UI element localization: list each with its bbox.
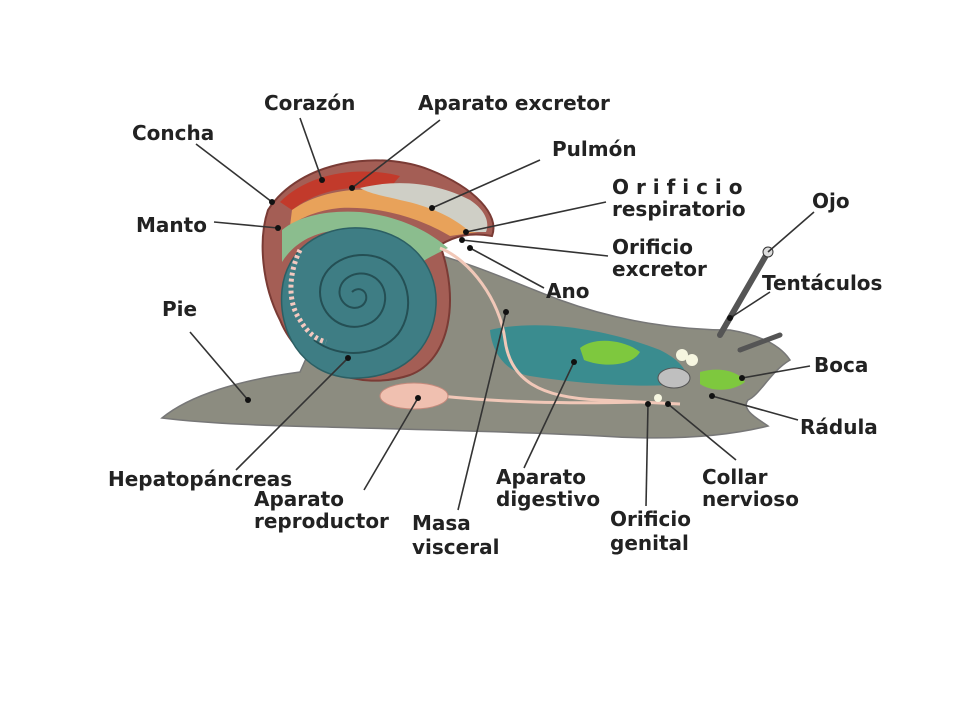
ganglion-1	[676, 349, 688, 361]
heart-area	[280, 171, 400, 210]
label-corazon: Corazón	[264, 91, 355, 115]
label-concha: Concha	[132, 121, 214, 145]
label-ojo: Ojo	[812, 189, 850, 213]
label-pulmon: Pulmón	[552, 137, 637, 161]
label-radula: Rádula	[800, 415, 878, 439]
hepatopancreas	[280, 227, 437, 379]
label-masa-visceral-1: Masa	[412, 511, 471, 535]
label-pie: Pie	[162, 297, 197, 321]
mouth-green	[700, 369, 745, 390]
excretory-area	[290, 189, 478, 236]
upper-tentacle	[717, 249, 771, 338]
label-collar-nervioso-2: nervioso	[702, 487, 799, 511]
label-aparato-reproductor-1: Aparato	[254, 487, 344, 511]
ganglion-2	[686, 354, 698, 366]
nerve-collar	[657, 367, 691, 389]
label-tentaculos: Tentáculos	[762, 271, 882, 295]
label-aparato-digestivo-1: Aparato	[496, 465, 586, 489]
spiral-coil	[313, 254, 410, 354]
reproductive-duct	[439, 394, 641, 405]
reproductive-organ	[379, 382, 449, 410]
label-masa-visceral-2: visceral	[412, 535, 499, 559]
digestive-green	[580, 340, 640, 365]
label-aparato-excretor: Aparato excretor	[418, 91, 610, 115]
label-boca: Boca	[814, 353, 868, 377]
intestine	[439, 246, 681, 406]
label-orificio-genital-1: Orificio	[610, 507, 691, 531]
leader-lines	[189, 117, 815, 511]
label-aparato-reproductor-2: reproductor	[254, 509, 389, 533]
label-orificio-excretor-2: excretor	[612, 257, 707, 281]
label-orificio-respiratorio-2: respiratorio	[612, 197, 746, 221]
label-hepatopancreas: Hepatopáncreas	[108, 467, 292, 491]
label-orificio-excretor-1: Orificio	[612, 235, 693, 259]
label-orificio-respiratorio-1: O r i f i c i o	[612, 175, 742, 199]
gland-dots	[288, 248, 327, 345]
lower-tentacle	[737, 332, 783, 353]
label-collar-nervioso-1: Collar	[702, 465, 768, 489]
label-manto: Manto	[136, 213, 207, 237]
label-orificio-genital-2: genital	[610, 531, 689, 555]
ganglion-3	[654, 394, 662, 402]
lung-area	[360, 183, 488, 232]
leader-dots	[245, 177, 745, 407]
label-ano: Ano	[546, 279, 589, 303]
label-aparato-digestivo-2: digestivo	[496, 487, 600, 511]
